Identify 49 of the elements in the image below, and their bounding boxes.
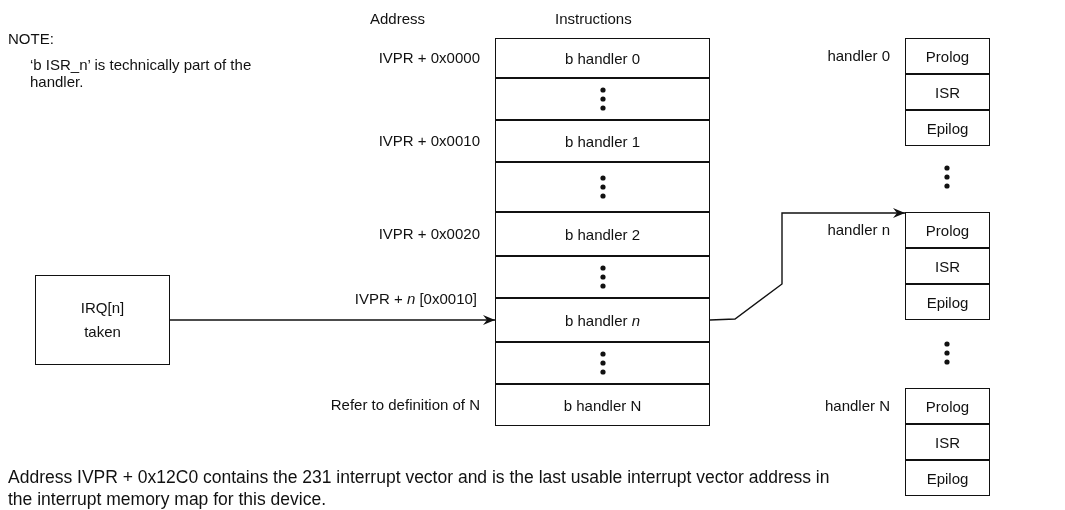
vector-table-cell <box>495 384 710 426</box>
event-box <box>35 275 170 365</box>
cell-label: Prolog <box>925 47 970 65</box>
cell-label: Epilog <box>926 119 969 137</box>
handler-cell <box>905 424 990 460</box>
vector-table-cell <box>495 212 710 256</box>
gap-cell <box>495 78 710 120</box>
footnote-text: Address IVPR + 0x12C0 contains the 231 interrupt vector and is the last usable interrupt vector address in the interrupt memory map for this device. <box>8 466 831 510</box>
arrow <box>169 315 496 325</box>
arrow <box>709 208 906 321</box>
handler-label: handler n <box>827 221 890 238</box>
gap-cell <box>495 162 710 212</box>
cell-label: Prolog <box>925 221 970 239</box>
gap-cell <box>495 342 710 384</box>
handler-cell <box>905 212 990 248</box>
cell-label: b handler n <box>564 311 641 329</box>
handler-cell <box>905 284 990 320</box>
cell-label: b handler N <box>563 396 642 414</box>
cell-label: b handler 1 <box>564 132 641 150</box>
vector-table-cell <box>495 120 710 162</box>
cell-label: b handler 2 <box>564 225 641 243</box>
handler-cell <box>905 110 990 146</box>
handler-cell <box>905 74 990 110</box>
vector-table-cell <box>495 298 710 342</box>
cell-label: b handler 0 <box>564 49 641 67</box>
address-label: IVPR + 0x0020 <box>378 225 480 242</box>
column-heading: Address <box>370 10 426 27</box>
cell-label: ISR <box>935 433 960 451</box>
cell-label: ISR <box>935 257 960 275</box>
handler-cell <box>905 38 990 74</box>
cell-label: IRQ[n] taken <box>79 298 126 342</box>
cell-label: Epilog <box>926 469 969 487</box>
vector-table-cell <box>495 38 710 78</box>
handler-cell <box>905 248 990 284</box>
cell-label: Epilog <box>926 293 969 311</box>
note-heading: NOTE: <box>8 30 54 47</box>
column-heading: Instructions <box>555 10 632 27</box>
cell-label: Prolog <box>925 397 970 415</box>
handler-label: handler N <box>824 397 890 414</box>
address-label: Refer to definition of N <box>330 396 480 413</box>
handler-label: handler 0 <box>827 47 890 64</box>
gap-cell <box>495 256 710 298</box>
edge-label: IVPR + n [0x0010] <box>354 290 477 307</box>
cell-label: ISR <box>935 83 960 101</box>
address-label: IVPR + 0x0010 <box>378 132 480 149</box>
handler-cell <box>905 460 990 496</box>
handler-cell <box>905 388 990 424</box>
note-text: ‘b ISR_n’ is technically part of the handler. <box>30 56 253 90</box>
address-label: IVPR + 0x0000 <box>378 49 480 66</box>
